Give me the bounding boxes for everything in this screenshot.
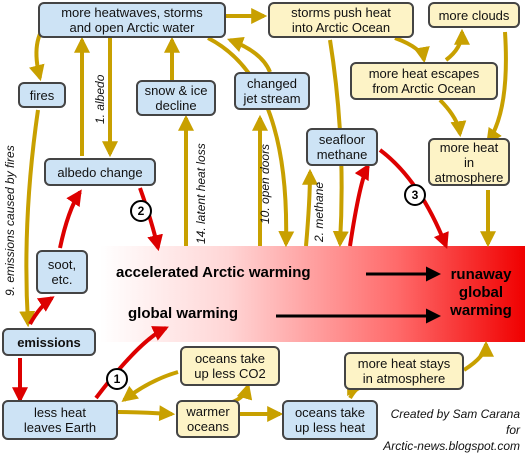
node-less-heat: less heat leaves Earth <box>2 400 118 440</box>
node-heat-escapes: more heat escapes from Arctic Ocean <box>350 62 498 100</box>
marker-2: 2 <box>130 200 152 222</box>
arrow-oceans-co2-to-less-heat <box>121 370 179 402</box>
arrows-layer <box>12 8 508 422</box>
accelerated-arctic-warming: accelerated Arctic warming <box>116 264 311 281</box>
label-open-doors: 10. open doors <box>258 143 272 224</box>
node-albedo-change: albedo change <box>44 158 156 186</box>
arrow-heatwaves-to-band <box>207 36 295 248</box>
arrow-jet-to-heatwaves <box>227 37 272 73</box>
node-heat-atmosphere: more heat in atmosphere <box>428 138 510 186</box>
arrow-heat-escapes-to-heat-atmos <box>438 98 467 138</box>
label-albedo: 1. albedo <box>93 74 107 124</box>
node-more-clouds: more clouds <box>428 2 520 28</box>
node-jet-stream: changed jet stream <box>234 72 310 110</box>
node-oceans-heat: oceans take up less heat <box>282 400 378 440</box>
arrow-less-heat-to-warmer <box>117 405 176 422</box>
label-methane: 2. methane <box>312 181 326 242</box>
arrow-band-to-seafloor-red <box>348 163 370 247</box>
runaway-global-warming: runaway global warming <box>450 266 512 319</box>
arrow-storms-to-heat-escapes <box>394 36 430 64</box>
arrow-fires-to-emissions <box>19 109 40 328</box>
node-oceans-co2: oceans take up less CO2 <box>180 346 280 386</box>
credit-line-2: Arctic-news.blogspot.com <box>383 439 520 453</box>
arrow-less-heat-to-band <box>94 326 169 400</box>
arrow-heat-stays-to-band <box>462 340 494 372</box>
node-warmer-oceans: warmer oceans <box>176 400 240 438</box>
arrow-soot-to-albedo <box>58 189 82 249</box>
label-latent-heat: 14. latent heat loss <box>194 143 208 244</box>
label-emissions-fires: 9. emissions caused by fires <box>3 145 17 296</box>
arrow-heat-escapes-to-clouds <box>444 28 470 62</box>
arrow-emissions-to-soot <box>28 296 55 325</box>
global-warming: global warming <box>128 305 239 322</box>
credit-line-1: Created by Sam Carana for <box>390 407 520 437</box>
node-fires: fires <box>18 82 66 108</box>
node-seafloor-methane: seafloor methane <box>306 128 378 166</box>
node-soot: soot, etc. <box>36 250 88 294</box>
node-snow-ice: snow & ice decline <box>136 80 216 116</box>
marker-1: 1 <box>106 368 128 390</box>
credit: Created by Sam Carana for Arctic-news.bl… <box>382 406 520 454</box>
node-heat-stays: more heat stays in atmosphere <box>344 352 464 390</box>
node-heatwaves: more heatwaves, storms and open Arctic w… <box>38 2 226 38</box>
node-emissions: emissions <box>2 328 96 356</box>
arrow-albedo-to-band <box>138 187 163 252</box>
marker-3: 3 <box>404 184 426 206</box>
arrow-band-to-seafloor <box>301 168 318 247</box>
arrow-clouds-to-heat-atmos <box>486 31 508 145</box>
warming-band <box>100 246 525 342</box>
node-storms-push: storms push heat into Arctic Ocean <box>268 2 414 38</box>
